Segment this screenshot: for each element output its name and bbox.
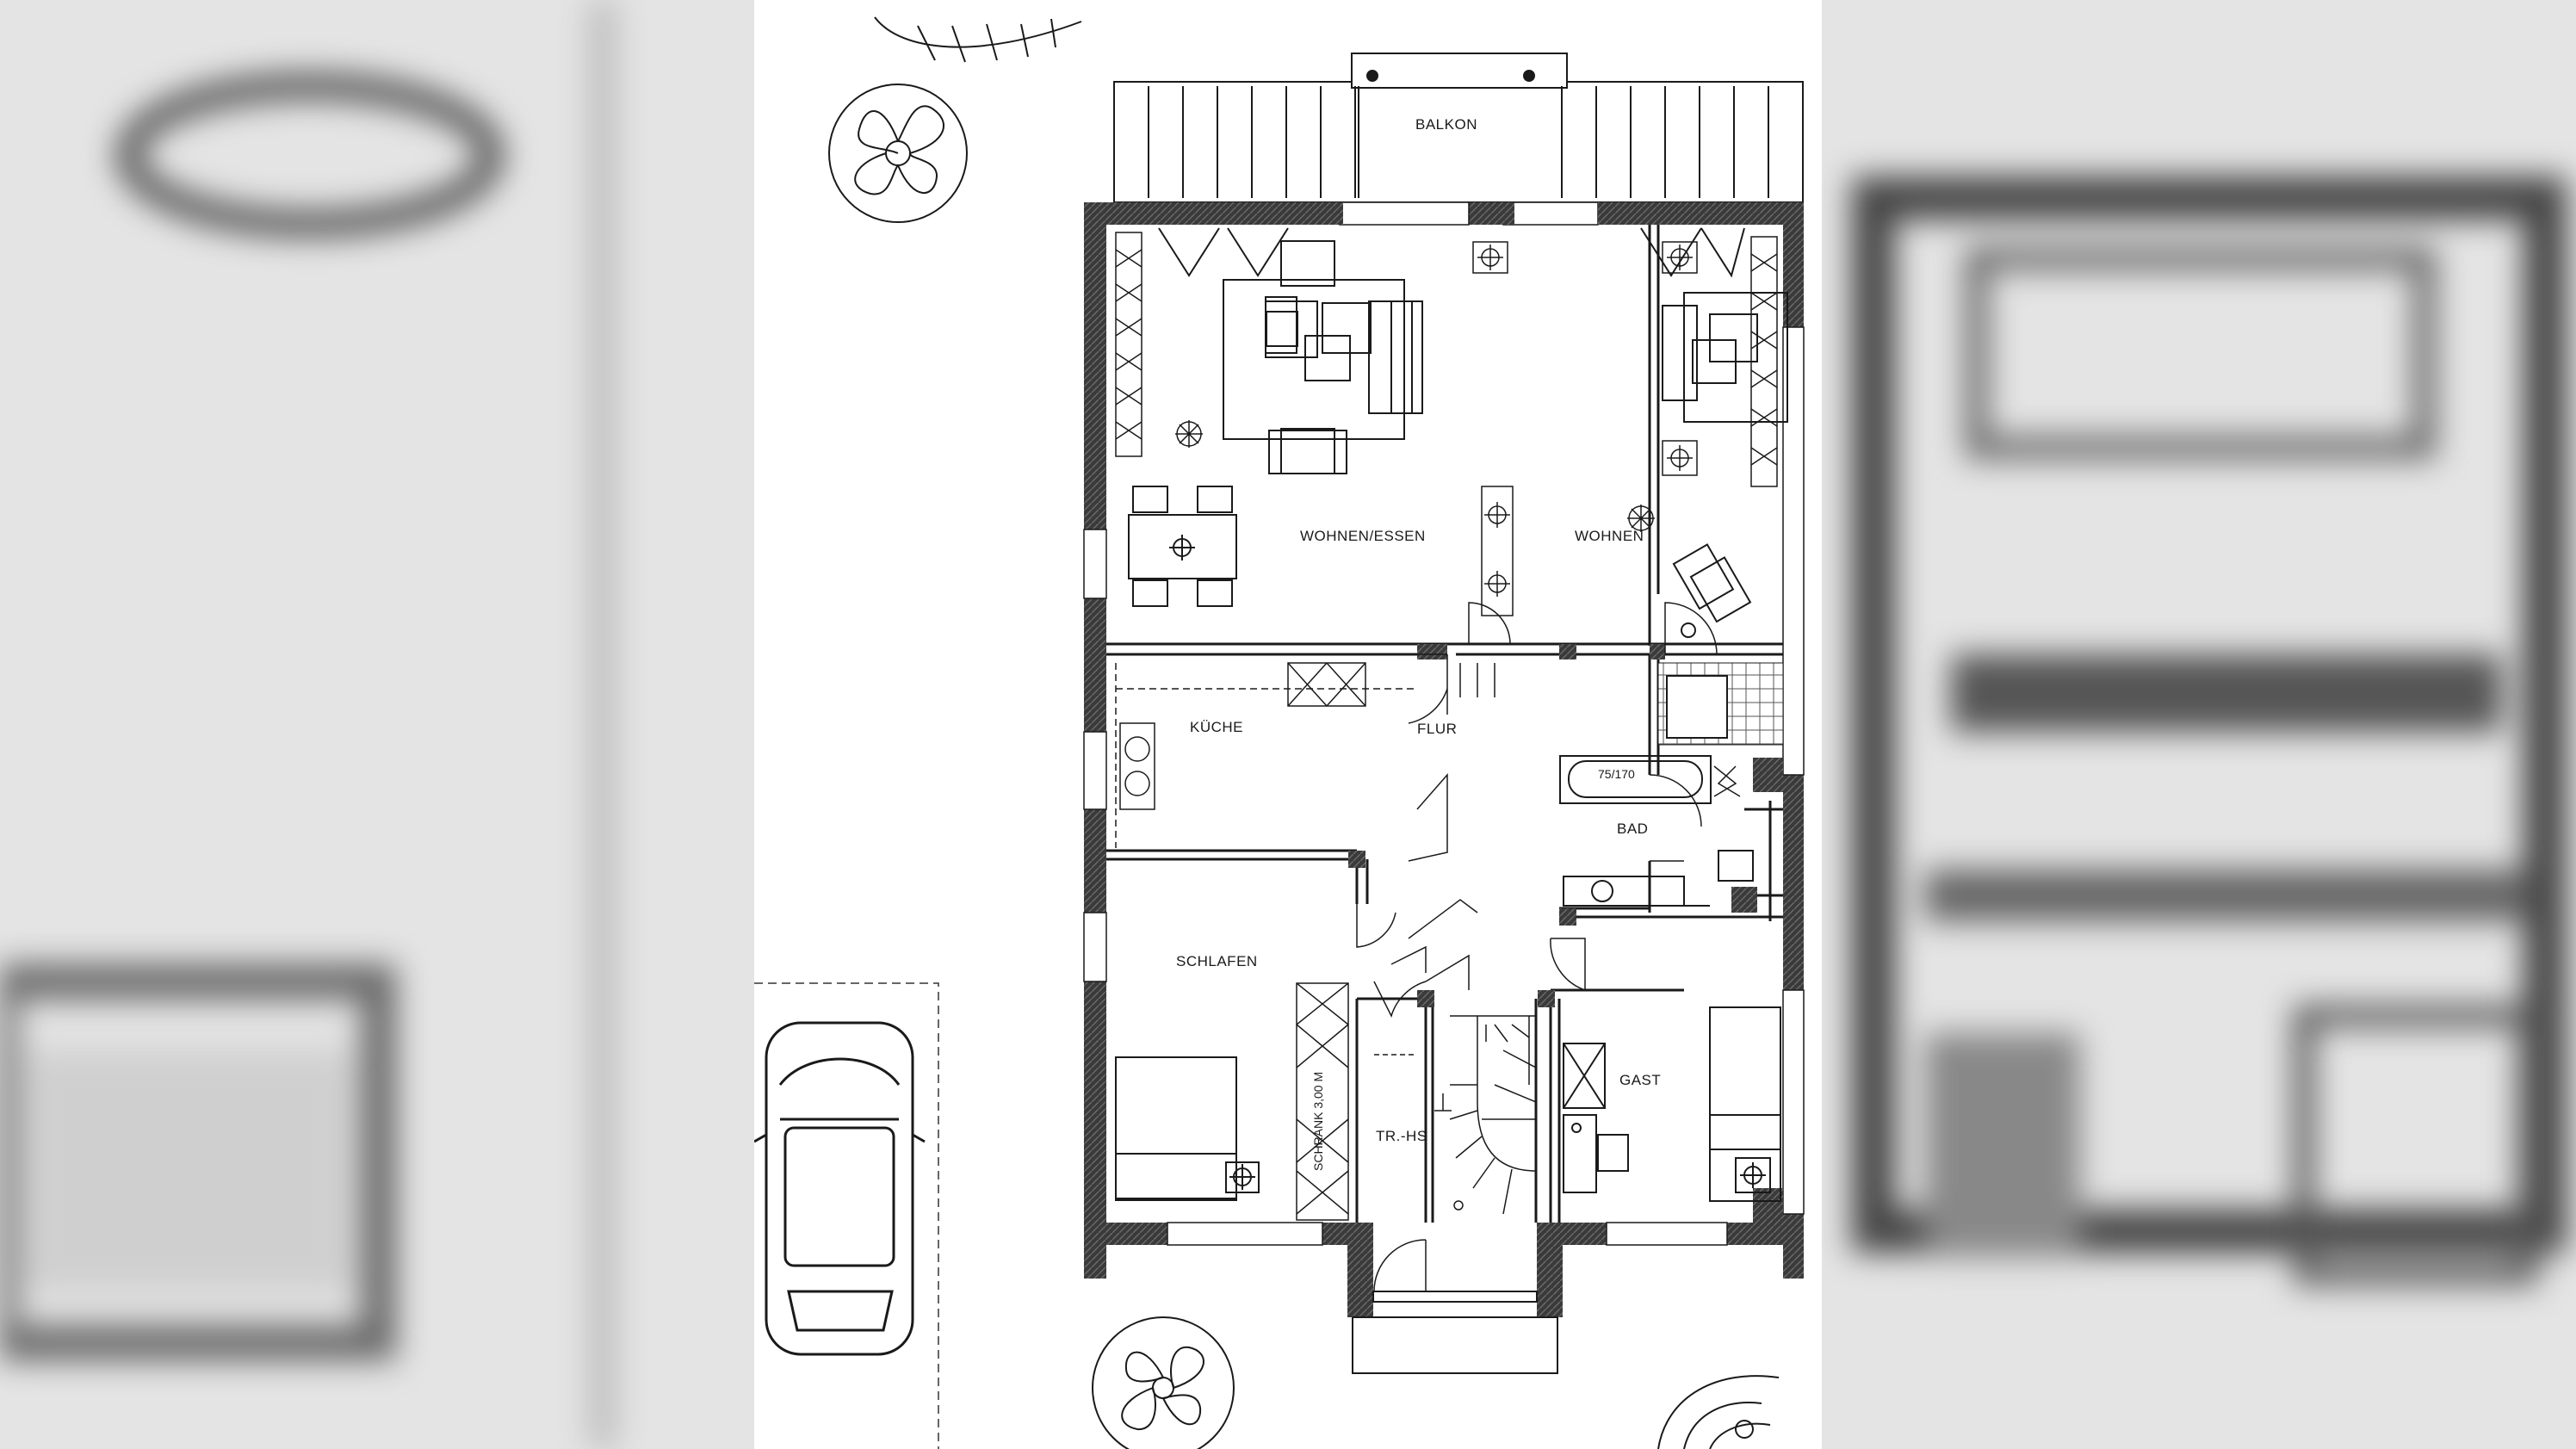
label-wohnen-essen: WOHNEN/ESSEN [1300, 528, 1426, 544]
bathtub [1559, 755, 1712, 804]
label-bathtub-size: 75/170 [1598, 767, 1635, 781]
parking-spot [754, 982, 939, 1449]
blurred-plan-right [1852, 176, 2567, 1285]
bathroom-plant-icon [1713, 765, 1741, 797]
tree-top-partial [874, 16, 1082, 63]
label-balkon: BALKON [1415, 116, 1477, 133]
label-flur: FLUR [1417, 721, 1457, 737]
staircase-entry-swing [1373, 981, 1427, 1292]
label-schlafen: SCHLAFEN [1176, 953, 1258, 969]
tree-top [828, 84, 968, 223]
staircase [1434, 1015, 1537, 1223]
blurred-background-right [1822, 0, 2576, 1449]
tree-bottom-right [1657, 1375, 1780, 1449]
terrace-doors-right [1640, 227, 1745, 278]
floor-plan-area: BALKON WOHNEN/ESSEN WOHNEN KÜCHE FLUR BA… [754, 0, 1822, 1449]
ceiling-lamp-icons [1472, 241, 1698, 616]
blurred-plan-left [0, 0, 616, 1449]
label-treppenhaus: TR.-HS [1376, 1128, 1427, 1144]
bathroom-shower [1657, 662, 1784, 746]
wall-blocks [1317, 202, 1783, 1223]
guest-bed [1709, 1006, 1781, 1202]
kitchen-counter [1115, 662, 1495, 848]
label-gast: GAST [1619, 1072, 1661, 1088]
car-icon [754, 1021, 926, 1356]
armchair-icon [1672, 543, 1752, 638]
blurred-background-left [0, 0, 754, 1449]
label-schrank: SCHRANK 3,00 M [1311, 1072, 1325, 1171]
bathroom-sink [1563, 850, 1754, 907]
sofa-group-living [1662, 292, 1788, 423]
tree-bottom [1092, 1316, 1235, 1449]
label-wohnen: WOHNEN [1575, 528, 1644, 544]
sofa-group-living-dining [1223, 240, 1423, 474]
floor-plan-drawing: BALKON WOHNEN/ESSEN WOHNEN KÜCHE FLUR BA… [754, 16, 1805, 1449]
label-bad: BAD [1617, 820, 1648, 837]
radiator-left [1115, 232, 1142, 457]
label-kueche: KÜCHE [1190, 719, 1243, 735]
wardrobe [1296, 982, 1349, 1221]
dining-table [1128, 486, 1237, 607]
plant-icon-living [1627, 505, 1655, 532]
plant-icon [1175, 420, 1203, 448]
door-swings [1356, 602, 1718, 991]
terrace-doors-left [1158, 227, 1289, 277]
bed-bedroom [1115, 1056, 1260, 1201]
guest-desk [1563, 1043, 1629, 1193]
